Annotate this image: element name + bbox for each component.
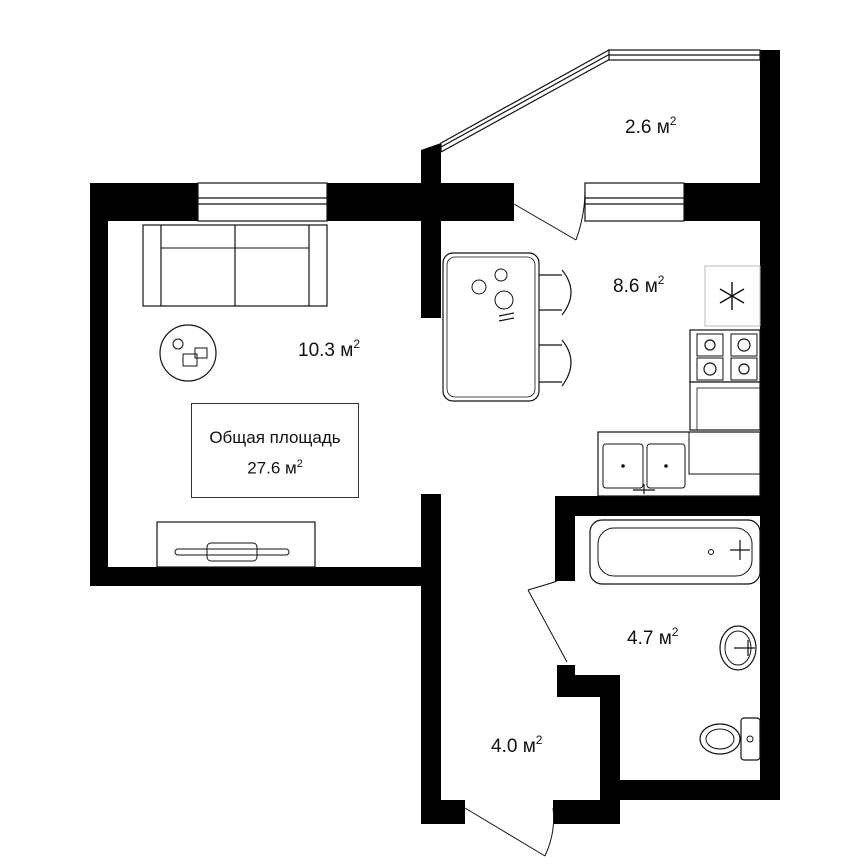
door-bathroom <box>527 580 568 663</box>
wall-center-bottom <box>421 494 441 824</box>
tv-stand-icon <box>156 521 316 568</box>
chair-bottom <box>539 339 572 387</box>
door-entrance <box>464 807 555 857</box>
door-balcony <box>513 189 586 241</box>
living-area-label: 10.3 м2 <box>298 337 360 361</box>
snowflake-icon <box>704 265 761 327</box>
wall-kitchen-top-right <box>684 183 766 221</box>
windows <box>197 49 761 222</box>
total-area-value: 27.6 м2 <box>247 458 303 478</box>
doors <box>464 189 586 857</box>
table-icon <box>442 252 572 402</box>
hall-area-label: 4.0 м2 <box>491 733 543 757</box>
kitchen-area-label: 8.6 м2 <box>613 273 665 297</box>
sink-icon <box>597 431 761 497</box>
kitchen-counter <box>689 381 761 431</box>
toilet-icon <box>699 717 761 761</box>
total-area-title: Общая площадь <box>209 428 341 447</box>
wall-balcony-corner <box>421 143 441 183</box>
wall-hall-bottom-left <box>421 800 465 824</box>
stove-icon <box>689 329 761 431</box>
washbasin-icon <box>719 625 757 671</box>
total-area-box: Общая площадь 27.6 м2 <box>191 403 359 498</box>
bathroom-area-label: 4.7 м2 <box>627 625 679 649</box>
bathtub-icon <box>589 519 761 585</box>
sofa-icon <box>142 224 328 307</box>
wall-bath-left-bottom <box>557 665 620 800</box>
chair-top <box>539 269 572 316</box>
wall-living-bottom <box>90 567 440 586</box>
wall-right <box>760 50 780 500</box>
wall-center-top <box>421 150 441 318</box>
wall-bath-bottom <box>600 780 780 800</box>
window-living <box>197 182 328 222</box>
wall-bath-left-top <box>555 496 575 581</box>
window-balcony-diagonal <box>440 49 613 154</box>
wall-bath-top <box>555 496 780 516</box>
wall-bath-right <box>760 496 780 800</box>
balcony-area-label: 2.6 м2 <box>625 114 677 138</box>
wall-living-left <box>90 183 108 586</box>
plant-table-icon <box>159 324 217 382</box>
wall-living-top-right <box>327 183 514 221</box>
wall-hall-bottom-right <box>553 800 620 824</box>
window-kitchen <box>584 182 685 222</box>
walls <box>90 50 780 824</box>
